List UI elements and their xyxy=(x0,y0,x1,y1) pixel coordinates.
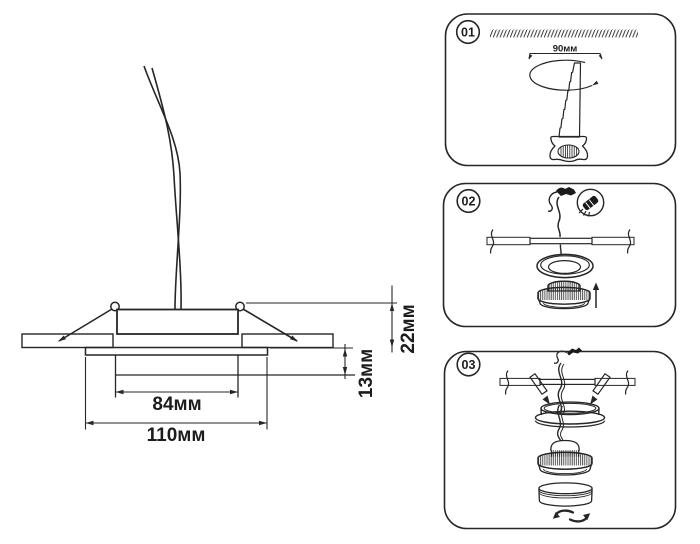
step-01-badge-label: 01 xyxy=(461,25,475,39)
insert-up-arrow-icon xyxy=(592,282,600,308)
cut-circle-arrow xyxy=(529,59,599,91)
spring-clip-left xyxy=(56,308,113,344)
wire-connector-icon-2 xyxy=(553,347,582,364)
spring-clip-right xyxy=(242,308,300,344)
step-03-badge-label: 03 xyxy=(462,358,476,372)
pivot-left xyxy=(110,301,120,312)
trim-flange xyxy=(84,346,269,356)
fixture-housing xyxy=(116,308,239,335)
supply-wire xyxy=(143,65,182,310)
main-cross-section: 84мм 110мм 22мм 13мм xyxy=(21,65,419,446)
dimension-height: 22мм xyxy=(246,285,419,354)
step-01-badge xyxy=(455,19,481,45)
lamp-icon xyxy=(537,280,591,310)
recess-profile xyxy=(114,355,355,398)
dim-110-label: 110мм xyxy=(147,425,206,446)
dim-84-label: 84мм xyxy=(152,394,201,415)
dimension-inner-width: 84мм xyxy=(115,389,238,415)
twist-arrows-icon xyxy=(552,509,591,523)
fixture-housing-icon xyxy=(534,401,606,428)
dim-22-label: 22мм xyxy=(398,304,419,353)
ceiling-section-left xyxy=(21,333,114,349)
step-02-badge xyxy=(456,188,481,214)
step-panel-01: 01 90мм xyxy=(444,13,677,167)
trim-ring-icon xyxy=(536,253,594,279)
spring-clip-left-icon xyxy=(529,372,550,405)
dim-13-label: 13мм xyxy=(356,349,377,398)
lamp-icon-2 xyxy=(537,439,593,476)
connector-magnifier-icon xyxy=(576,188,605,217)
panel-02-border xyxy=(442,182,677,328)
ceiling-with-hole-2 xyxy=(499,370,636,395)
fixture-wire xyxy=(557,362,566,416)
drywall-saw-icon xyxy=(549,62,589,163)
step-panel-02: 02 xyxy=(442,182,677,328)
decor-ring-icon xyxy=(538,482,593,507)
step-03-badge xyxy=(456,352,481,377)
fixture-wire-lower xyxy=(556,404,564,442)
step-panel-03: 03 xyxy=(443,347,677,530)
panel-01-border xyxy=(444,13,677,167)
pivot-right xyxy=(235,301,245,312)
dimension-depth: 13мм xyxy=(270,344,377,398)
dimension-outer-width: 110мм xyxy=(84,357,268,446)
wire-connector-icon xyxy=(547,187,576,238)
step-02-badge-label: 02 xyxy=(462,194,476,208)
cutout-dimension: 90мм xyxy=(527,44,604,61)
spring-clip-right-icon xyxy=(590,372,611,405)
ceiling-hatch-band xyxy=(490,29,638,38)
cutout-dim-label: 90мм xyxy=(553,44,578,55)
ceiling-with-hole xyxy=(486,229,635,255)
